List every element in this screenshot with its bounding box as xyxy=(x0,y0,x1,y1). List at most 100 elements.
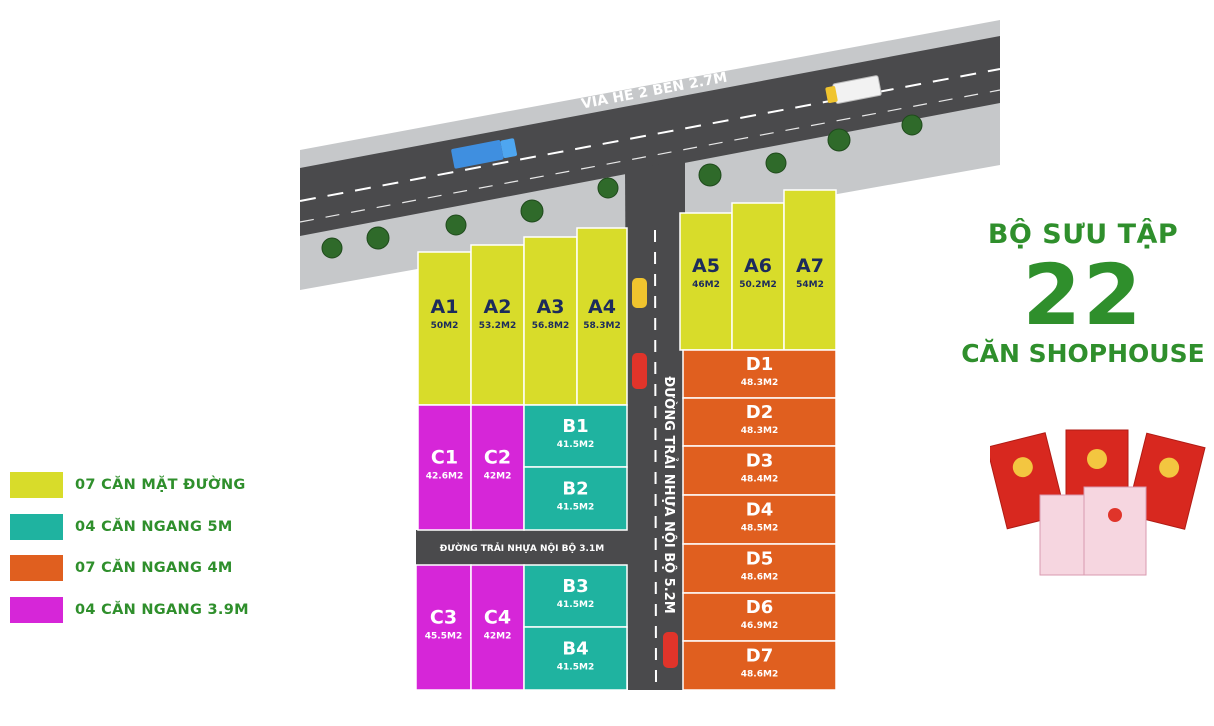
tree-icon xyxy=(901,114,923,136)
lot-code: A1 xyxy=(431,296,459,318)
title-subtitle: CĂN SHOPHOUSE xyxy=(961,339,1205,368)
lot-code: A6 xyxy=(744,255,772,277)
lot-a2[interactable]: A2 53.2M2 xyxy=(470,244,525,406)
lot-a7[interactable]: A7 54M2 xyxy=(783,189,837,351)
lot-code: C1 xyxy=(431,447,458,469)
lot-code: A5 xyxy=(692,255,720,277)
lot-c2[interactable]: C2 42M2 xyxy=(470,404,525,531)
lot-code: B2 xyxy=(562,479,588,500)
tree-icon xyxy=(366,226,390,250)
lot-area: 42M2 xyxy=(484,472,512,482)
legend-swatch-yellow xyxy=(10,472,63,498)
lot-d6[interactable]: D6 46.9M2 xyxy=(682,592,837,642)
legend-swatch-magenta xyxy=(10,596,63,623)
lot-code: B1 xyxy=(562,416,588,437)
lot-shape xyxy=(470,244,525,406)
lot-area: 41.5M2 xyxy=(557,440,594,450)
lot-shape xyxy=(417,251,472,406)
lot-area: 41.5M2 xyxy=(557,503,594,513)
vertical-road-label: ĐƯỜNG TRẢI NHỰA NỘI BỘ 5.2M xyxy=(661,376,678,613)
lot-b1[interactable]: B1 41.5M2 xyxy=(523,404,628,468)
main-road xyxy=(300,36,1000,236)
lot-shape xyxy=(682,640,837,691)
lot-shape xyxy=(523,236,578,406)
lot-shape xyxy=(417,404,472,531)
lot-code: D3 xyxy=(746,451,773,472)
tree-icon xyxy=(321,237,343,259)
van-icon xyxy=(825,75,882,104)
tree-icon xyxy=(597,177,619,199)
legend: 07 CĂN MẶT ĐƯỜNG 04 CĂN NGANG 5M 07 CĂN … xyxy=(10,472,249,638)
lot-area: 41.5M2 xyxy=(557,600,594,610)
lot-area: 48.3M2 xyxy=(741,378,778,388)
lot-area: 56.8M2 xyxy=(532,321,569,331)
lot-area: 41.5M2 xyxy=(557,663,594,673)
tree-icon xyxy=(445,214,467,236)
lot-code: D6 xyxy=(746,597,773,618)
legend-item: 04 CĂN NGANG 5M xyxy=(10,513,249,540)
collection-title: BỘ SƯU TẬP 22 CĂN SHOPHOUSE xyxy=(952,218,1214,370)
horizontal-internal-road xyxy=(416,530,628,565)
lot-area: 48.3M2 xyxy=(741,426,778,436)
lot-code: A4 xyxy=(588,296,616,318)
truck-icon xyxy=(451,138,517,169)
lot-shape xyxy=(523,564,628,628)
lot-code: B4 xyxy=(562,639,588,660)
lot-code: C2 xyxy=(484,447,511,469)
tree-icon xyxy=(765,152,787,174)
lot-d7[interactable]: D7 48.6M2 xyxy=(682,640,837,691)
lot-code: A2 xyxy=(484,296,512,318)
lot-a6[interactable]: A6 50.2M2 xyxy=(731,202,785,351)
lot-code: B3 xyxy=(562,576,588,597)
lot-code: A7 xyxy=(796,255,824,277)
lot-code: D7 xyxy=(746,646,773,667)
lot-area: 48.5M2 xyxy=(741,524,778,534)
lot-a5[interactable]: A5 46M2 xyxy=(679,212,733,351)
legend-item: 04 CĂN NGANG 3.9M xyxy=(10,596,249,623)
lot-area: 53.2M2 xyxy=(479,321,516,331)
tree-icon xyxy=(520,199,544,223)
lot-area: 50.2M2 xyxy=(739,280,776,290)
lot-shape xyxy=(576,227,628,406)
legend-swatch-teal xyxy=(10,513,63,540)
lot-area: 48.6M2 xyxy=(741,573,778,583)
lot-area: 48.4M2 xyxy=(741,475,778,485)
horizontal-road-label: ĐƯỜNG TRẢI NHỰA NỘI BỘ 3.1M xyxy=(440,542,604,554)
lot-shape xyxy=(682,494,837,545)
lot-shape xyxy=(523,626,628,691)
lot-shape xyxy=(783,189,837,351)
legend-item: 07 CĂN NGANG 4M xyxy=(10,555,249,581)
lot-area: 46.9M2 xyxy=(741,621,778,631)
lot-shape xyxy=(682,349,837,399)
lot-a4[interactable]: A4 58.3M2 xyxy=(576,227,628,406)
tree-icon xyxy=(827,128,851,152)
vertical-road-centerline xyxy=(654,229,657,686)
lot-area: 46M2 xyxy=(692,280,720,290)
lot-area: 45.5M2 xyxy=(425,632,462,642)
lot-shape xyxy=(731,202,785,351)
lot-area: 58.3M2 xyxy=(583,321,620,331)
lot-b2[interactable]: B2 41.5M2 xyxy=(523,466,628,531)
legend-label: 07 CĂN MẶT ĐƯỜNG xyxy=(75,477,246,493)
lot-shape xyxy=(523,466,628,531)
lot-area: 48.6M2 xyxy=(741,670,778,680)
car-icon xyxy=(632,278,678,668)
legend-label: 07 CĂN NGANG 4M xyxy=(75,560,233,576)
lot-shape xyxy=(415,564,472,691)
tree-icon xyxy=(698,163,722,187)
lot-b3[interactable]: B3 41.5M2 xyxy=(523,564,628,628)
lot-d3[interactable]: D3 48.4M2 xyxy=(682,445,837,496)
lot-b4[interactable]: B4 41.5M2 xyxy=(523,626,628,691)
lot-area: 54M2 xyxy=(796,280,824,290)
